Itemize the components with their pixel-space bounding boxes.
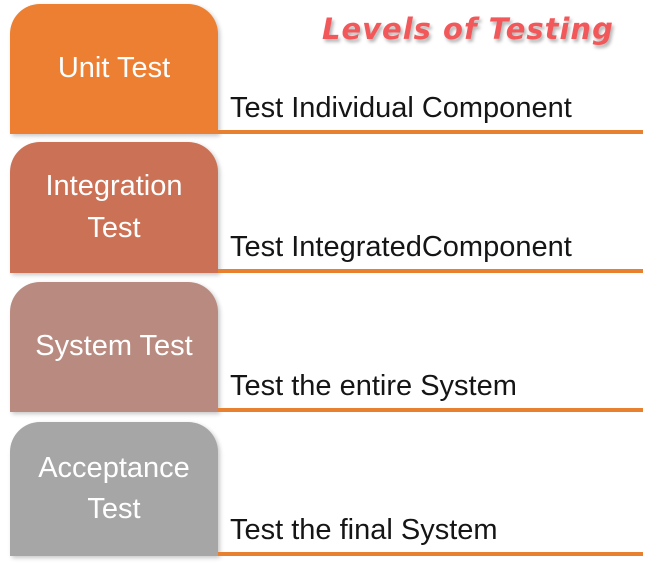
level-description: Test the final System (230, 514, 498, 546)
level-underline: Test Individual Component (218, 4, 643, 134)
level-label: Unit Test (57, 52, 171, 85)
level-box-integration-test: Integration Test (10, 142, 218, 273)
level-row-acceptance-test: Acceptance Test Test the final System (0, 422, 650, 556)
level-description: Test Individual Component (230, 92, 572, 124)
level-underline: Test IntegratedComponent (218, 142, 643, 273)
level-row-unit-test: Unit Test Test Individual Component (0, 4, 650, 134)
level-label: Acceptance Test (38, 451, 190, 525)
level-box-acceptance-test: Acceptance Test (10, 422, 218, 556)
level-underline: Test the final System (218, 422, 643, 556)
level-box-system-test: System Test (10, 282, 218, 412)
diagram-title: Levels of Testing (322, 12, 614, 46)
level-label: Integration Test (45, 170, 183, 244)
level-box-unit-test: Unit Test (10, 4, 218, 134)
level-row-integration-test: Integration Test Test IntegratedComponen… (0, 142, 650, 273)
level-row-system-test: System Test Test the entire System (0, 282, 650, 412)
level-label: System Test (35, 330, 193, 363)
level-underline: Test the entire System (218, 282, 643, 412)
level-description: Test IntegratedComponent (230, 231, 572, 263)
level-description: Test the entire System (230, 370, 517, 402)
